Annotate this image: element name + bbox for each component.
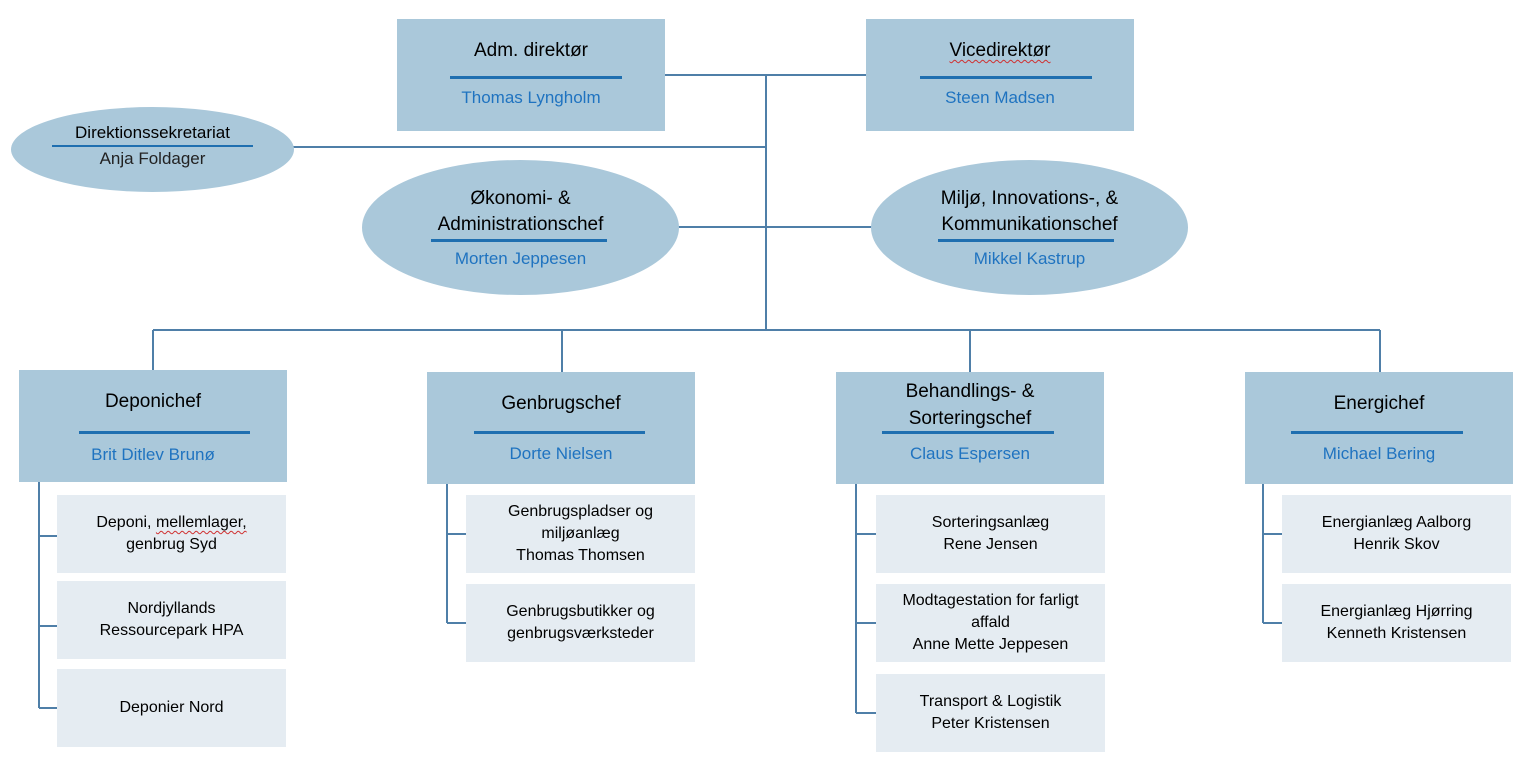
energi-sub-2-line1: Energianlæg Hjørring	[1320, 603, 1473, 620]
deponi-sub-1-line1: mellemlager,	[155, 514, 247, 531]
genbrug-sub-2: Genbrugsbutikker og genbrugsværksteder	[466, 584, 695, 662]
vicedirektoer-rule	[920, 76, 1092, 79]
energi-sub-2: Energianlæg Hjørring Kenneth Kristensen	[1282, 584, 1511, 662]
miljoe-title-line1: Miljø, Innovations-, &	[940, 188, 1119, 209]
adm-direktoer-rule	[450, 76, 622, 79]
behandling-sub-1: Sorteringsanlæg Rene Jensen	[876, 495, 1105, 573]
miljoe-kommunikationschef-oval: Miljø, Innovations-, & Kommunikationsche…	[871, 160, 1188, 295]
oekonomi-rule	[431, 239, 607, 242]
oekonomi-person: Morten Jeppesen	[454, 249, 587, 268]
genbrug-sub-2-line1: Genbrugsbutikker og	[506, 603, 655, 620]
behandling-sub-2-line1: Modtagestation for farligt	[902, 592, 1079, 609]
behandling-sub-3-line2: Peter Kristensen	[931, 715, 1050, 732]
miljoe-person: Mikkel Kastrup	[973, 249, 1086, 268]
behandling-sub-3: Transport & Logistik Peter Kristensen	[876, 674, 1105, 752]
vicedirektoer-person: Steen Madsen	[945, 88, 1055, 107]
connector-energi-subs	[1262, 484, 1282, 624]
deponi-sub-3-line1: Deponier Nord	[119, 699, 224, 716]
direktionssekretariat-oval: Direktionssekretariat Anja Foldager	[11, 107, 294, 192]
genbrugschef-person: Dorte Nielsen	[509, 444, 613, 463]
behandlingschef-rule	[882, 431, 1054, 434]
genbrugschef-box: Genbrugschef Dorte Nielsen	[427, 372, 695, 484]
adm-direktoer-person: Thomas Lyngholm	[461, 88, 601, 107]
deponichef-box: Deponichef Brit Ditlev Brunø	[19, 370, 287, 482]
deponichef-title: Deponichef	[104, 391, 202, 412]
behandlingschef-box: Behandlings- & Sorteringschef Claus Espe…	[836, 372, 1104, 484]
energi-sub-1-line1: Energianlæg Aalborg	[1321, 514, 1472, 531]
behandling-sub-3-line1: Transport & Logistik	[919, 693, 1062, 710]
deponi-sub-2: Nordjyllands Ressourcepark HPA	[57, 581, 286, 659]
genbrug-sub-1-line1: Genbrugspladser og	[508, 503, 653, 520]
behandlingschef-title-line1: Behandlings- &	[905, 381, 1035, 402]
miljoe-title-line2: Kommunikationschef	[941, 214, 1118, 235]
deponi-sub-1: Deponi, mellemlager, genbrug Syd	[57, 495, 286, 573]
deponi-sub-2-line1: Nordjyllands	[127, 600, 216, 617]
oekonomi-title-line2: Administrationschef	[437, 214, 604, 235]
behandling-sub-1-line2: Rene Jensen	[943, 536, 1038, 553]
adm-direktoer-box: Adm. direktør Thomas Lyngholm	[397, 19, 665, 131]
energichef-rule	[1291, 431, 1463, 434]
oekonomi-administrationschef-oval: Økonomi- & Administrationschef Morten Je…	[362, 160, 679, 295]
genbrug-sub-1-line3: Thomas Thomsen	[516, 547, 645, 564]
connector-behandling-subs	[855, 484, 876, 714]
energichef-title: Energichef	[1333, 393, 1425, 414]
genbrug-sub-1: Genbrugspladser og miljøanlæg Thomas Tho…	[466, 495, 695, 573]
energi-sub-1-line2: Henrik Skov	[1353, 536, 1440, 553]
deponi-sub-1-line2: genbrug Syd	[126, 536, 217, 553]
behandling-sub-1-line1: Sorteringsanlæg	[931, 514, 1050, 531]
adm-direktoer-title: Adm. direktør	[473, 40, 589, 61]
direktionssekretariat-rule	[52, 145, 253, 147]
behandling-sub-2: Modtagestation for farligt affald Anne M…	[876, 584, 1105, 662]
behandling-sub-2-line3: Anne Mette Jeppesen	[912, 636, 1069, 653]
genbrugschef-title: Genbrugschef	[501, 393, 621, 414]
genbrugschef-rule	[474, 431, 645, 434]
oekonomi-title-line1: Økonomi- &	[470, 188, 571, 209]
direktionssekretariat-person: Anja Foldager	[99, 149, 206, 168]
energi-sub-2-line2: Kenneth Kristensen	[1326, 625, 1467, 642]
miljoe-rule	[938, 239, 1114, 242]
behandlingschef-title-line2: Sorteringschef	[908, 408, 1032, 429]
connector-deponi-subs	[38, 480, 57, 709]
vicedirektoer-box: Vicedirektør Steen Madsen	[866, 19, 1134, 131]
deponichef-person: Brit Ditlev Brunø	[91, 445, 215, 464]
energichef-box: Energichef Michael Bering	[1245, 372, 1513, 484]
genbrug-sub-2-line2: genbrugsværksteder	[507, 625, 654, 642]
direktionssekretariat-title: Direktionssekretariat	[75, 123, 230, 142]
behandling-sub-2-line2: affald	[971, 614, 1010, 631]
energi-sub-1: Energianlæg Aalborg Henrik Skov	[1282, 495, 1511, 573]
vicedirektoer-title: Vicedirektør	[949, 40, 1051, 61]
energichef-person: Michael Bering	[1322, 444, 1436, 463]
deponi-sub-3: Deponier Nord	[57, 669, 286, 747]
deponi-sub-2-line2: Ressourcepark HPA	[99, 622, 244, 639]
behandlingschef-person: Claus Espersen	[909, 444, 1030, 463]
deponichef-rule	[79, 431, 250, 434]
genbrug-sub-1-line2: miljøanlæg	[541, 525, 620, 542]
connector-genbrug-subs	[446, 484, 466, 624]
